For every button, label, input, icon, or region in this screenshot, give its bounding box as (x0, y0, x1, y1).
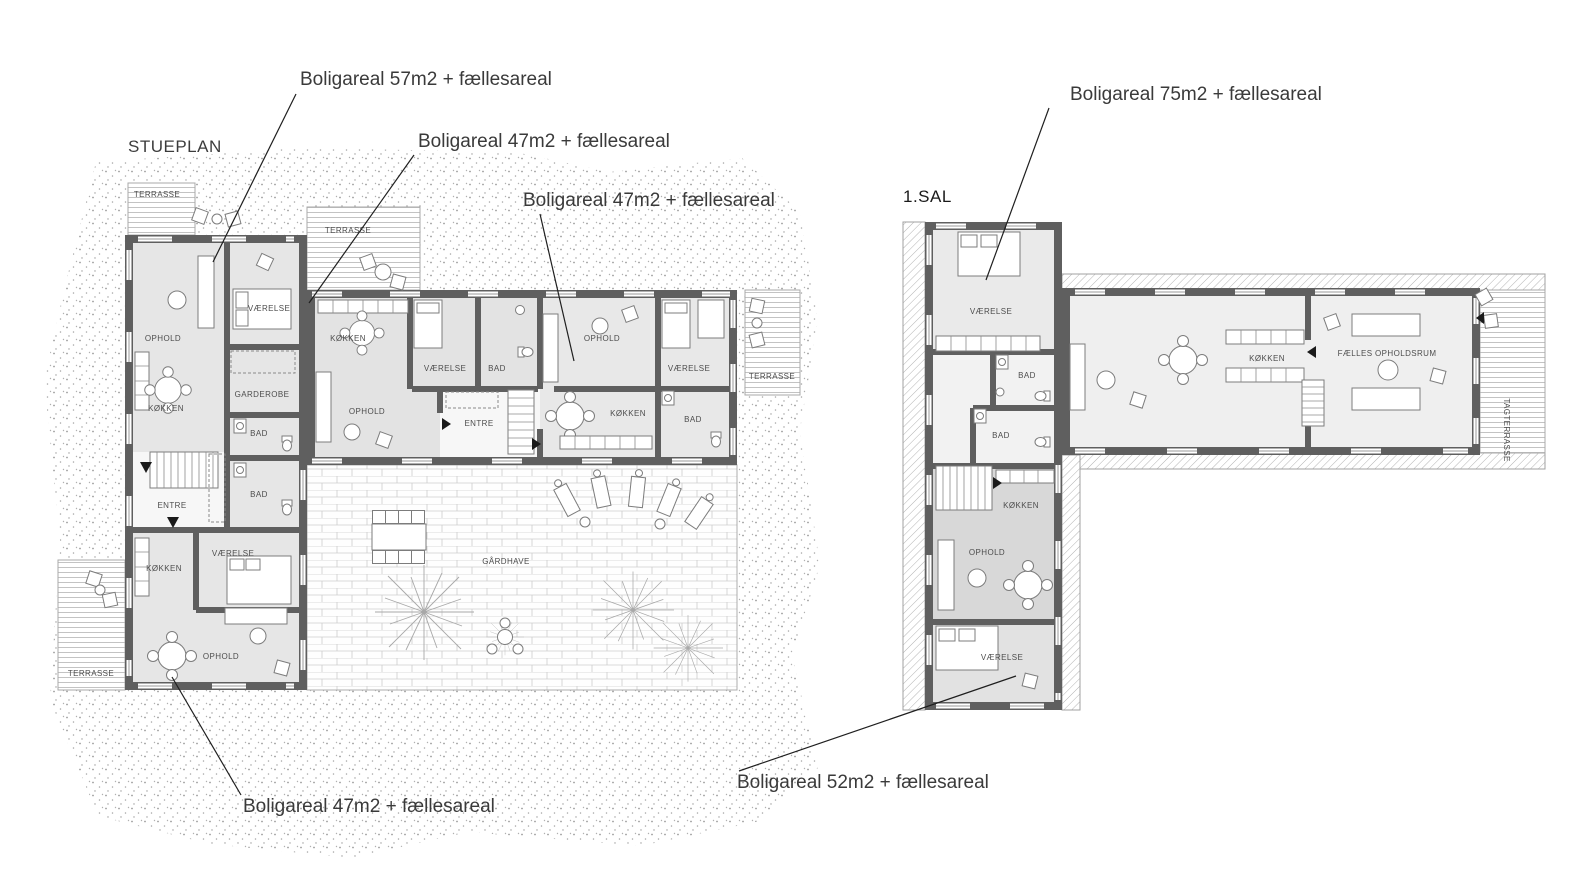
room-label-ophold: OPHOLD (584, 334, 620, 343)
room-label-bad: BAD (1018, 371, 1036, 380)
room-label-gaardhave: GÅRDHAVE (482, 557, 530, 566)
room-label-ophold: OPHOLD (203, 652, 239, 661)
room-label-ophold: OPHOLD (145, 334, 181, 343)
room-label-terrasse: TERRASSE (749, 372, 795, 381)
sideboard (224, 607, 288, 625)
staircase (149, 451, 219, 489)
area-annotations: Boligareal 57m2 + fællesareal Boligareal… (171, 69, 1322, 817)
annotation-leader-line (171, 676, 242, 796)
ground-floor-windows (126, 236, 736, 689)
ground-floor-furniture (85, 207, 766, 681)
first-floor-plan: VÆRELSE BAD BAD KØKKEN OPHOLD VÆRELSE KØ… (902, 221, 1546, 711)
wardrobe-row (935, 335, 1041, 352)
courtyard-small-table (486, 617, 524, 655)
courtyard-loungers (549, 468, 718, 530)
room-label-terrasse: TERRASSE (134, 190, 180, 199)
sofa (1069, 343, 1086, 411)
first-floor-roof-hatch (902, 221, 1546, 711)
annotation-leader-line (212, 93, 297, 263)
room-label-koekken: KØKKEN (610, 409, 646, 418)
room-label-terrasse: TERRASSE (68, 669, 114, 678)
kitchen-counter (1225, 329, 1305, 345)
door-arrow (442, 418, 451, 430)
room-label-terrasse: TERRASSE (325, 226, 371, 235)
ground-floor-title: STUEPLAN (128, 137, 222, 156)
room-label-bad: BAD (250, 429, 268, 438)
room-label-vaerelse: VÆRELSE (981, 653, 1023, 662)
room-label-vaerelse: VÆRELSE (970, 307, 1012, 316)
area-annotation-52: Boligareal 52m2 + fællesareal (737, 772, 989, 793)
room-label-garderobe: GARDEROBE (235, 390, 290, 399)
room-label-entre: ENTRE (464, 419, 493, 428)
room-label-bad: BAD (684, 415, 702, 424)
first-floor-windows (926, 223, 1479, 709)
first-floor-furniture (935, 231, 1499, 690)
first-floor-title: 1.SAL (903, 187, 952, 206)
room-label-entre: ENTRE (157, 501, 186, 510)
room-label-bad: BAD (250, 490, 268, 499)
room-label-faelles-opholdsrum: FÆLLES OPHOLDSRUM (1338, 349, 1437, 358)
room-label-koekken: KØKKEN (330, 334, 366, 343)
first-floor-room-labels: VÆRELSE BAD BAD KØKKEN OPHOLD VÆRELSE KØ… (969, 307, 1511, 662)
sofa (197, 255, 215, 329)
annotation-leader-line (985, 107, 1050, 281)
door-arrow (167, 517, 179, 528)
ground-floor-plan: TERRASSE TERRASSE TERRASSE TERRASSE OPHO… (57, 182, 801, 691)
ff-vertical-partitions (933, 349, 1054, 625)
room-label-vaerelse: VÆRELSE (424, 364, 466, 373)
courtyard (306, 464, 738, 691)
annotation-leader-line (738, 675, 1017, 772)
room-label-vaerelse: VÆRELSE (668, 364, 710, 373)
door-arrow (1307, 346, 1316, 358)
room-label-vaerelse: VÆRELSE (212, 549, 254, 558)
annotation-leader-line (539, 213, 575, 362)
room-label-koekken: KØKKEN (1003, 501, 1039, 510)
room-label-bad: BAD (992, 431, 1010, 440)
area-annotation-75: Boligareal 75m2 + fællesareal (1070, 84, 1322, 105)
kitchen-counter (559, 435, 653, 450)
sofa (542, 313, 559, 383)
room-label-koekken: KØKKEN (1249, 354, 1285, 363)
area-annotation-47b: Boligareal 47m2 + fællesareal (523, 190, 775, 211)
door-arrow (532, 438, 541, 450)
staircase (1301, 379, 1325, 427)
sofa (937, 539, 955, 611)
vertical-wing-partitions (133, 243, 299, 613)
room-label-koekken: KØKKEN (146, 564, 182, 573)
horizontal-wing-partitions (407, 298, 729, 457)
area-annotation-47c: Boligareal 47m2 + fællesareal (243, 796, 495, 817)
room-label-ophold: OPHOLD (349, 407, 385, 416)
wardrobe (697, 299, 725, 339)
kitchen-counter (1225, 367, 1305, 383)
sofa (315, 371, 332, 443)
common-table (1351, 313, 1421, 337)
door-arrow (1476, 312, 1484, 324)
area-annotation-57: Boligareal 57m2 + fællesareal (300, 69, 552, 90)
armchair (167, 290, 187, 310)
room-label-ophold: OPHOLD (969, 548, 1005, 557)
common-table (1351, 387, 1421, 411)
terrace-top-left (127, 182, 196, 236)
wardrobe-dashed (230, 350, 296, 374)
room-label-bad: BAD (488, 364, 506, 373)
door-arrow (140, 462, 152, 473)
courtyard-dining-table (371, 523, 427, 551)
annotation-leader-line (308, 154, 415, 304)
kitchen-counter (995, 469, 1055, 484)
area-annotation-47a: Boligareal 47m2 + fællesareal (418, 131, 670, 152)
ground-floor-room-labels: TERRASSE TERRASSE TERRASSE TERRASSE OPHO… (68, 190, 795, 678)
room-label-vaerelse: VÆRELSE (248, 304, 290, 313)
room-label-tagterrasse: TAGTERRASSE (1502, 398, 1511, 461)
door-arrow (993, 477, 1002, 489)
room-label-koekken: KØKKEN (148, 404, 184, 413)
